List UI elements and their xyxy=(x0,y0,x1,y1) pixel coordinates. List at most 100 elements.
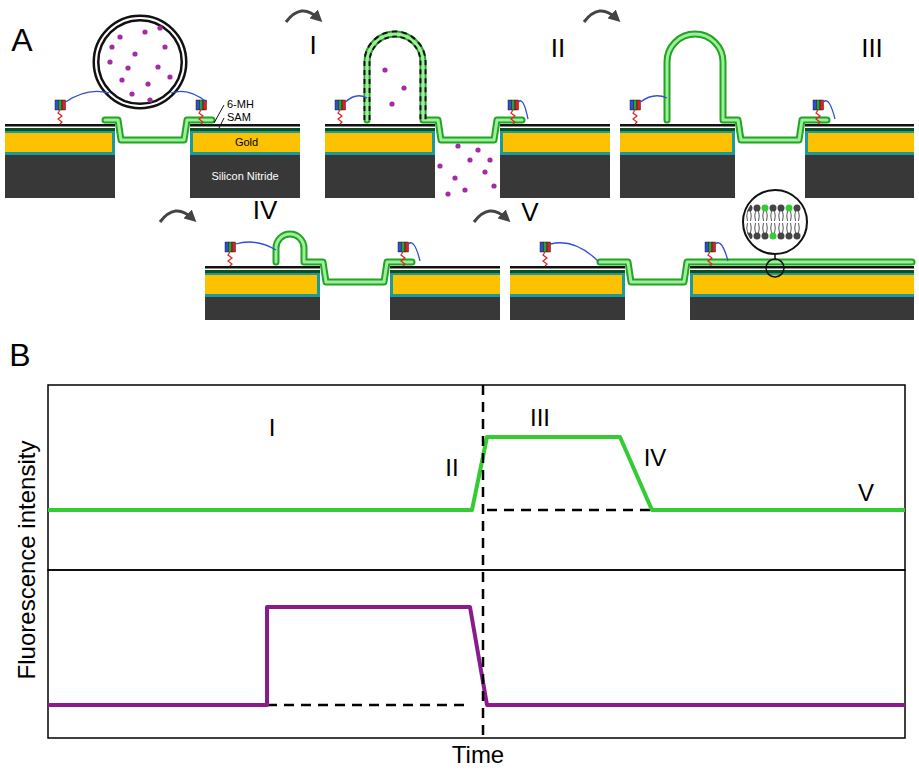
lipid-head xyxy=(778,233,785,240)
tether-linker xyxy=(633,110,637,124)
sam-layer xyxy=(510,270,625,273)
adhesion-layer xyxy=(805,131,808,155)
gold-layer xyxy=(205,275,317,294)
axis-label: Fluorescence intensity xyxy=(15,441,39,680)
sam-layer xyxy=(805,128,914,131)
lipid-tail xyxy=(786,211,788,221)
cargo-dot xyxy=(382,67,387,72)
cargo-dot xyxy=(162,44,167,49)
tether-linker xyxy=(641,96,668,102)
silicon-nitride-layer xyxy=(205,297,320,320)
cargo-dot xyxy=(155,64,160,69)
lipid-head xyxy=(778,205,785,212)
tether-anchor xyxy=(634,100,638,110)
cargo-dot xyxy=(482,169,487,174)
silicon-nitride-layer xyxy=(690,297,914,320)
tether-linker xyxy=(228,252,232,266)
cargo-dot xyxy=(142,29,147,34)
mh-layer xyxy=(510,266,625,269)
vesicle xyxy=(96,18,184,106)
tether-anchor xyxy=(515,100,519,110)
lipid-head xyxy=(754,233,761,240)
tether-linker xyxy=(199,110,203,124)
tether-anchor xyxy=(820,100,824,110)
lipid-tail xyxy=(750,223,752,233)
silicon-nitride-layer xyxy=(620,155,735,198)
gold-layer xyxy=(503,133,610,152)
stage-number: V xyxy=(521,199,538,225)
lipid-head xyxy=(794,205,801,212)
silicon-nitride-layer xyxy=(325,155,435,198)
stage-number: IV xyxy=(253,197,278,223)
lipid-bilayer xyxy=(667,34,827,140)
cargo-dot xyxy=(475,147,480,152)
gold-layer: Gold xyxy=(193,133,300,152)
tether-anchor xyxy=(813,100,817,110)
gold-layer xyxy=(5,133,112,152)
tether-linker xyxy=(346,96,368,102)
tether-anchor xyxy=(512,100,516,110)
tether-linker xyxy=(708,252,712,266)
adhesion-layer xyxy=(690,294,914,297)
adhesion-layer xyxy=(325,152,435,155)
fusing-membrane xyxy=(367,34,423,120)
axis-label: Time xyxy=(452,743,504,767)
vesicle xyxy=(96,18,184,106)
adhesion-layer xyxy=(805,131,914,133)
lipid-tail xyxy=(762,223,764,233)
adhesion-layer xyxy=(205,273,320,275)
cargo-dot xyxy=(491,183,496,188)
mh-layer xyxy=(805,124,914,127)
cargo-dot xyxy=(125,65,130,70)
baseline-dashed xyxy=(487,509,652,512)
stage-number: IV xyxy=(644,446,667,470)
gold-layer xyxy=(808,133,914,152)
lipid-tail xyxy=(758,211,760,221)
tether-anchor xyxy=(59,100,63,110)
tether-linker xyxy=(543,252,547,266)
tether-anchor xyxy=(229,242,233,252)
cargo-dot xyxy=(147,97,152,102)
lipid-tail xyxy=(766,223,768,233)
tether-anchor xyxy=(55,100,59,110)
lipid-tail xyxy=(794,223,796,233)
lipid-tail xyxy=(786,223,788,233)
tether-linker xyxy=(409,243,421,261)
gold-layer xyxy=(620,133,732,152)
cargo-dot xyxy=(401,85,406,90)
silicon-nitride-layer: Silicon Nitride xyxy=(190,155,300,198)
gold-layer xyxy=(325,133,432,152)
cargo-dot xyxy=(107,59,112,64)
adhesion-layer xyxy=(5,152,115,155)
adhesion-layer xyxy=(500,152,610,155)
cargo-dot xyxy=(167,74,172,79)
tether-linker xyxy=(58,110,62,124)
sam-layer xyxy=(190,128,300,131)
lipid-tail xyxy=(798,211,800,221)
lipid-tail xyxy=(754,211,756,221)
lipid-tail xyxy=(782,223,784,233)
tether-linker xyxy=(171,91,207,102)
tether-anchor xyxy=(225,242,229,252)
lipid-tail xyxy=(794,211,796,221)
tether-linker xyxy=(66,91,110,102)
tether-anchor xyxy=(547,242,551,252)
tether-anchor xyxy=(709,242,713,252)
adhesion-layer xyxy=(510,273,625,275)
lipid-tail xyxy=(766,211,768,221)
tether-anchor xyxy=(705,242,709,252)
tether-linker xyxy=(236,242,277,250)
tether-anchor xyxy=(342,100,346,110)
cargo-dot xyxy=(467,157,472,162)
layer-label: SAM xyxy=(227,112,251,123)
adhesion-layer xyxy=(500,131,503,155)
mh-layer xyxy=(390,266,500,269)
zoom-inset xyxy=(743,190,807,254)
lipid-tail xyxy=(770,211,772,221)
tether-anchor xyxy=(232,242,236,252)
gold-layer xyxy=(193,133,300,152)
lipid-head xyxy=(786,205,793,212)
cargo-dot xyxy=(452,175,457,180)
tether-anchor xyxy=(630,100,634,110)
tether-anchor xyxy=(405,242,409,252)
